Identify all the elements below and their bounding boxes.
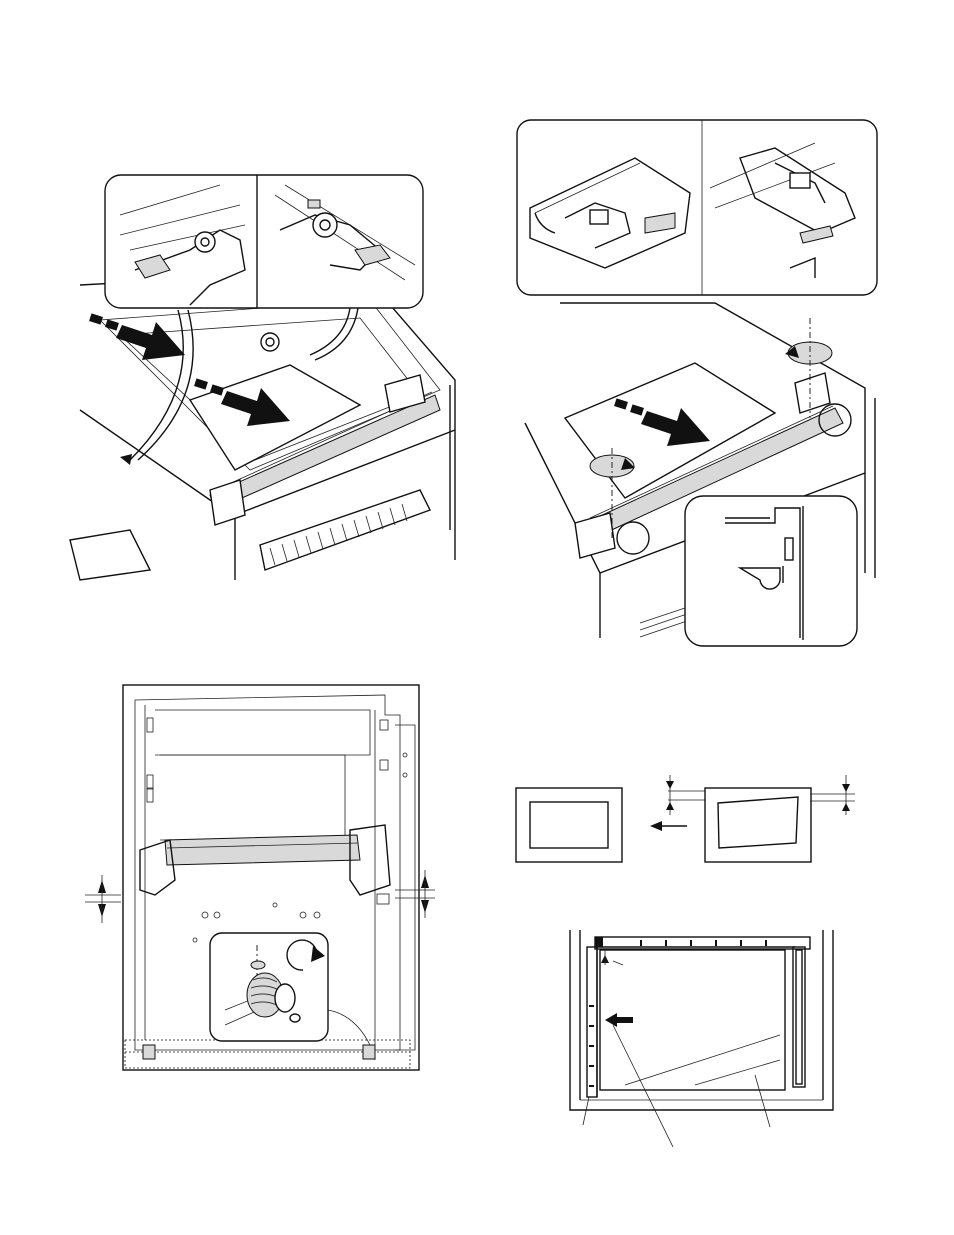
scanner-removal-drawing: [60, 170, 460, 585]
skewed-image-inner: [718, 797, 798, 848]
rotate-arrow-icon: [590, 455, 635, 477]
reference-image-outer: [516, 788, 622, 862]
detail-inset: [105, 175, 423, 308]
gap-indicator-left: [85, 875, 121, 923]
figure-mirror-adjustment: [85, 680, 440, 1075]
figure-document-glass: [565, 925, 840, 1155]
reference-image-inner: [530, 802, 608, 848]
mirror-adjustment-drawing: [85, 680, 440, 1075]
document-glass-drawing: [565, 925, 840, 1155]
mirror-bar: [165, 835, 360, 865]
pulley-icon: [261, 333, 279, 351]
figure-scanner-removal: [60, 170, 460, 585]
image-comparison-drawing: [510, 770, 870, 870]
figure-scanner-installation: [515, 118, 885, 648]
set-arrow-icon: [605, 1013, 633, 1027]
reference-circle: [617, 522, 649, 554]
figure-image-comparison: [510, 770, 870, 870]
gap-indicator-right: [377, 870, 435, 918]
rotate-arrow-icon: [785, 342, 832, 364]
detail-inset: [685, 496, 857, 646]
skewed-image-outer: [705, 788, 811, 862]
pull-arrow-icon: [89, 313, 185, 360]
detail-inset: [517, 120, 877, 295]
scanner-installation-drawing: [515, 118, 885, 648]
direction-arrow-icon: [650, 821, 687, 831]
